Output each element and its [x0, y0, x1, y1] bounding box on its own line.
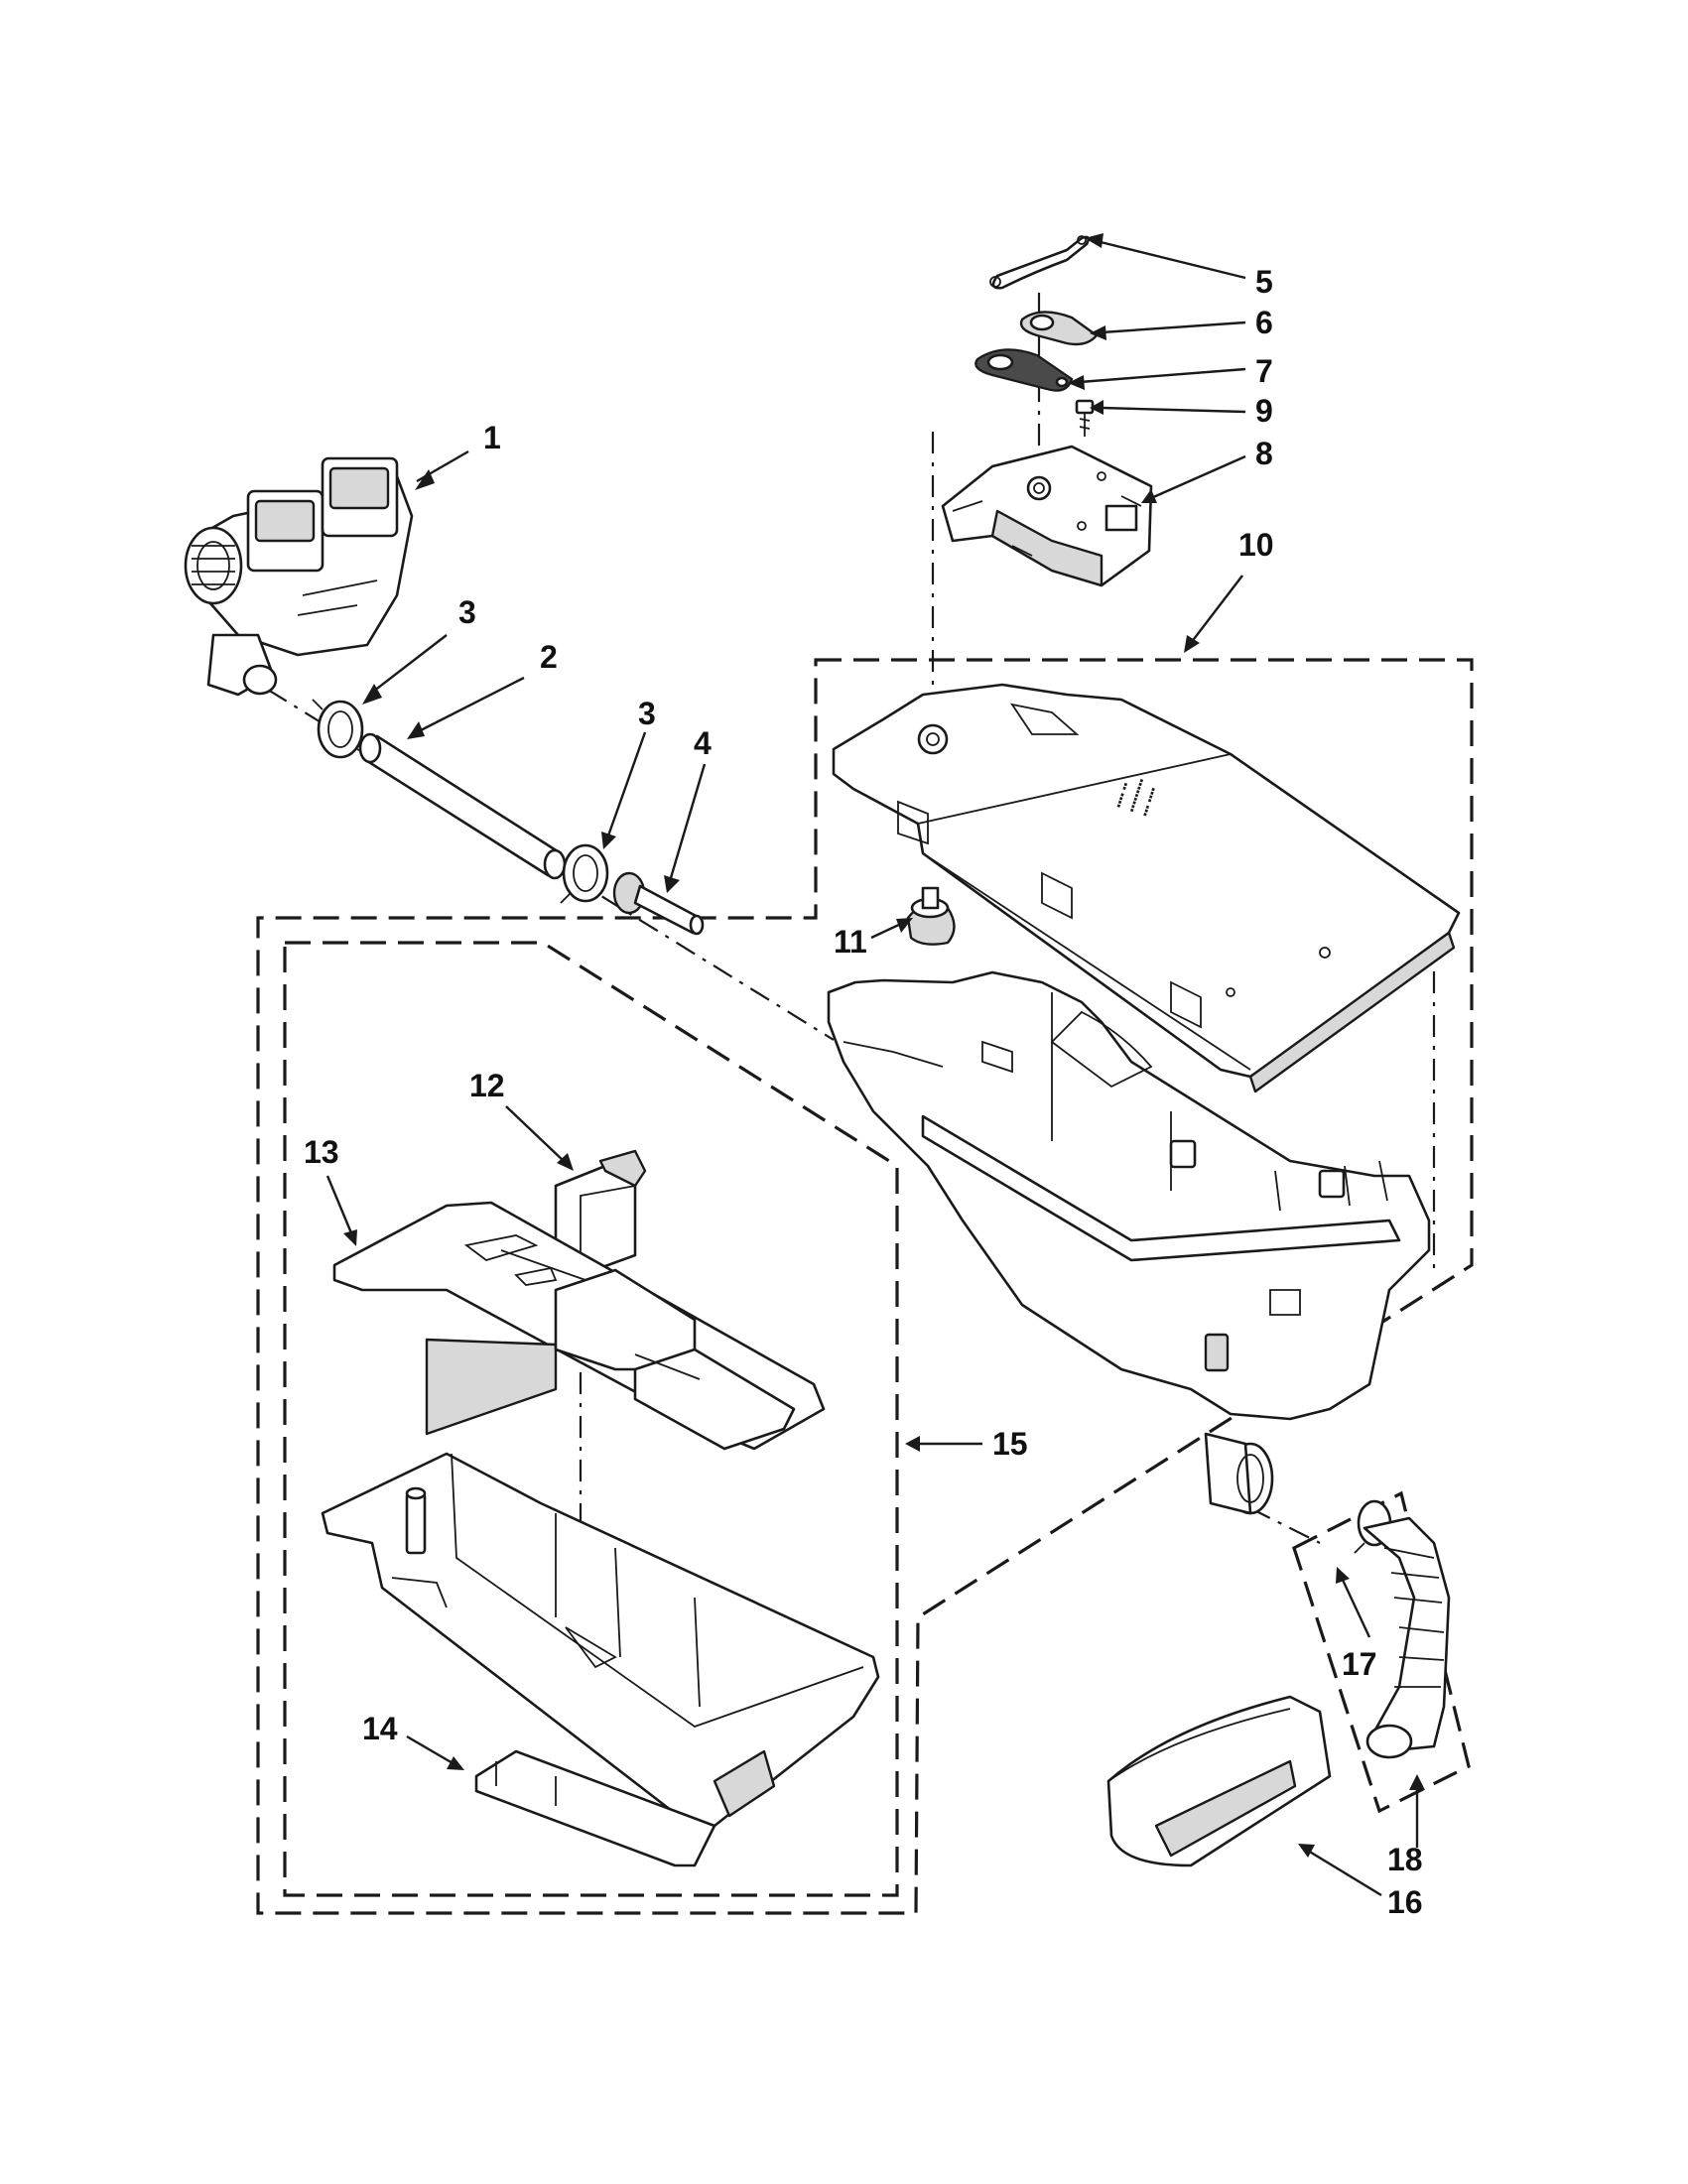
drawer-bottom: [474, 1749, 716, 1867]
leader-11: [870, 921, 904, 940]
water-valve: [184, 456, 414, 697]
dispenser-valve: [906, 886, 956, 946]
callout-7: 7: [1255, 353, 1273, 389]
callout-12: 12: [469, 1068, 505, 1103]
callout-5: 5: [1255, 264, 1273, 300]
leader-10: [1190, 575, 1243, 644]
leader-13: [325, 1175, 354, 1236]
arrowhead-8: [1141, 489, 1157, 503]
outlet-hose: [1363, 1516, 1451, 1759]
callout-6: 6: [1255, 305, 1273, 340]
arrowhead-3b: [601, 832, 616, 849]
leader-5: [1096, 239, 1246, 280]
actuator-link: [989, 235, 1090, 290]
group-15-outline: [283, 941, 899, 1897]
arrowhead-5: [1085, 233, 1104, 248]
callout-14: 14: [362, 1711, 398, 1746]
actuator-cam: [1019, 311, 1099, 346]
assembly-line-outlet: [1249, 1507, 1321, 1544]
arrowhead-11: [896, 918, 913, 933]
arrowhead-15: [905, 1436, 920, 1452]
callout-16: 16: [1387, 1884, 1423, 1920]
arrowhead-12: [557, 1153, 574, 1171]
callout-8: 8: [1255, 436, 1273, 471]
arrowhead-13: [343, 1229, 357, 1246]
drawer-housing: [321, 1452, 880, 1828]
callout-labels: 1 2 3 3 4 5 6 7 9 8 10 11 12 13 14 15 16…: [304, 264, 1423, 1920]
callout-18: 18: [1387, 1842, 1423, 1877]
arrowhead-2: [407, 721, 425, 739]
arrowhead-18: [1409, 1774, 1425, 1790]
arrowhead-14: [447, 1756, 464, 1770]
callout-3-upper: 3: [458, 594, 476, 630]
arrowhead-17: [1336, 1567, 1350, 1584]
arrowhead-9: [1090, 400, 1104, 415]
callout-3-lower: 3: [638, 696, 656, 731]
callout-15: 15: [992, 1426, 1028, 1462]
hose-clamp-upper: [312, 699, 370, 759]
leader-14: [406, 1734, 455, 1766]
callout-11: 11: [834, 924, 867, 960]
drawer-handle: [1106, 1695, 1332, 1867]
callout-9: 9: [1255, 393, 1273, 429]
dispenser-housing-lid: ▪▪▪▪ ▪▪ ▪▪▪▪▪▪▪▪▪ ▪▪▪ ▪▪▪▪: [832, 683, 1461, 1093]
leader-12: [505, 1105, 567, 1164]
actuator-screw: [1075, 399, 1095, 437]
leader-7: [1079, 367, 1246, 384]
leader-17: [1340, 1577, 1371, 1638]
leader-3b: [605, 731, 647, 839]
arrowhead-4: [664, 875, 680, 893]
leader-16: [1307, 1849, 1382, 1897]
dispenser-housing: [827, 970, 1431, 1515]
leader-2: [416, 676, 525, 734]
arrowhead-6: [1090, 325, 1106, 340]
group-10-outline: [256, 658, 1474, 1915]
inlet-hose: [358, 732, 567, 880]
hose-clamp-lower: [560, 843, 609, 904]
dispenser-drawer: [332, 1201, 826, 1451]
leader-6: [1101, 321, 1246, 334]
callout-4: 4: [694, 725, 712, 761]
arrowhead-7: [1068, 375, 1085, 390]
arrowhead-16: [1298, 1844, 1315, 1858]
callout-2: 2: [540, 639, 558, 675]
callout-10: 10: [1238, 527, 1274, 563]
callout-1: 1: [483, 420, 501, 455]
leader-3a: [368, 634, 448, 696]
leader-4: [668, 763, 707, 882]
leader-8: [1150, 454, 1246, 500]
arrowhead-10: [1184, 635, 1200, 653]
arrowhead-3a: [362, 684, 382, 705]
arrowhead-1: [415, 469, 435, 490]
leader-lines: [325, 233, 1425, 1897]
dispenser-actuator: [941, 445, 1153, 587]
actuator-gasket: [974, 348, 1074, 392]
inlet-nozzle: [612, 871, 705, 936]
callout-17: 17: [1342, 1646, 1377, 1682]
callout-13: 13: [304, 1134, 339, 1170]
leader-9: [1101, 406, 1246, 414]
